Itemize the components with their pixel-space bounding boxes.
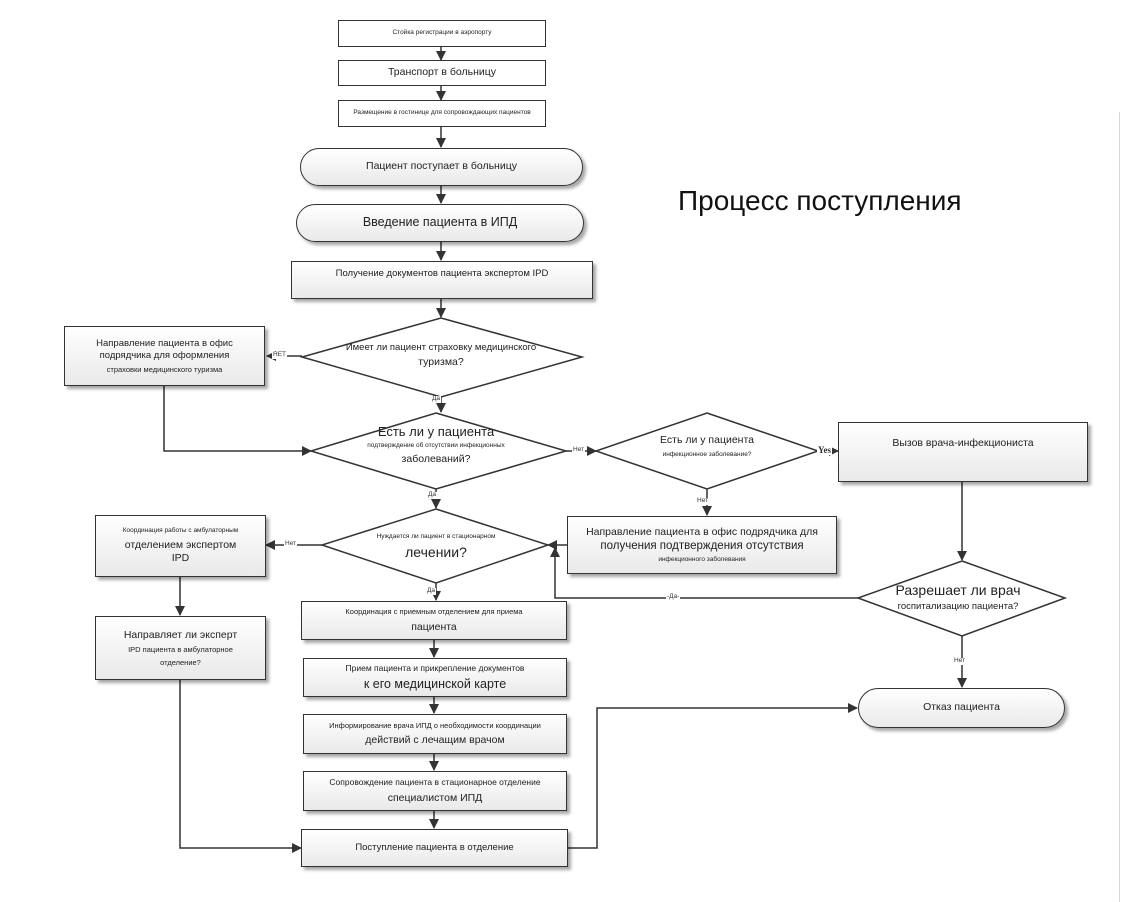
page-title: Процесс поступления (678, 185, 962, 216)
node-patient-refusal: Отказ пациента (858, 688, 1065, 728)
node-inform-doctor-line1: Информирование врача ИПД о необходимости… (329, 720, 541, 730)
node-outpatient-coordination-line1: Координация работы с амбулаторным (122, 526, 239, 534)
node-escort-patient-line1: Сопровождение пациента в стационарное от… (329, 777, 541, 788)
edge-label-inpatient-no: Нет (284, 540, 298, 548)
decision-infection-line2: инфекционное заболевание? (662, 451, 752, 459)
node-reception: Прием пациента и прикрепление документов… (303, 658, 567, 697)
node-inform-doctor: Информирование врача ИПД о необходимости… (303, 714, 567, 754)
decision-doctor-allows-line2: госпитализацию пациента? (897, 600, 1019, 612)
edge-contractor-to-confirmation (163, 386, 312, 456)
node-outpatient-coordination-line3: IPD (171, 552, 190, 565)
node-admission-department-label: Поступление пациента в отделение (355, 842, 514, 854)
edge-label-inpatient-yes: Да (426, 587, 437, 595)
node-intro-ipd: Введение пациента в ИПД (296, 204, 584, 242)
decision-inpatient-text: Нуждается ли пациент в стационарном лече… (377, 533, 496, 562)
decision-infection (593, 412, 821, 490)
node-coord-admission-line1: Координация с приемным отделением для пр… (345, 607, 523, 617)
edge-allows-yes (550, 547, 858, 599)
node-contractor-confirmation-line3: инфекционного заболевания (658, 556, 746, 564)
node-intro-ipd-label: Введение пациента в ИПД (362, 215, 518, 230)
edge-label-allows-no: Нет (953, 657, 967, 665)
node-contractor-office-line3: страховки медицинского туризма (106, 364, 223, 374)
edge-label-infection-yes: Yes (817, 445, 832, 455)
decision-doctor-allows-text: Разрешает ли врач госпитализацию пациент… (895, 582, 1020, 612)
node-coord-admission-line2: пациента (411, 620, 457, 633)
decision-confirmation-text: Есть ли у пациента подтверждение об отсу… (367, 424, 505, 467)
node-hotel: Размещение в гостинице для сопровождающи… (338, 100, 546, 127)
decision-confirmation (308, 412, 569, 490)
decision-insurance-line1: Имеет ли пациент страховку медицинского (345, 342, 537, 353)
node-expert-refers-line2: IPD пациента в амбулаторное (128, 645, 233, 655)
node-contractor-confirmation-line1: Направление пациента в офис подрядчика д… (586, 525, 818, 538)
node-contractor-office-line2: подрядчика для оформления (99, 349, 230, 361)
decision-inpatient-line2: лечении? (405, 544, 467, 561)
decision-insurance-line2: туризма? (418, 355, 464, 368)
node-outpatient-coordination-line2: отделением экспертом (124, 538, 237, 551)
page-edge-divider (1119, 112, 1120, 902)
decision-confirmation-line2: подтверждение об отсутствии инфекционных (367, 442, 505, 450)
node-hotel-label: Размещение в гостинице для сопровождающи… (353, 109, 531, 117)
node-call-infectionist-label: Вызов врача-инфекциониста (892, 437, 1034, 449)
edge-label-allows-yes: -Да- (666, 593, 681, 601)
node-transport: Транспорт в больницу (338, 60, 546, 86)
decision-doctor-allows-line1: Разрешает ли врач (895, 582, 1021, 598)
decision-confirmation-line1: Есть ли у пациента (377, 424, 495, 439)
node-documents-label: Получение документов пациента экспертом … (335, 268, 549, 279)
edge-label-infection-no: Нет (696, 497, 710, 505)
node-contractor-office-line1: Направление пациента в офис (96, 337, 233, 349)
node-reception-line2: к его медицинской карте (363, 676, 507, 691)
node-inform-doctor-line2: действий с лечащим врачом (365, 734, 505, 747)
edge-label-insurance-no: НЕТ (272, 351, 287, 359)
node-documents: Получение документов пациента экспертом … (291, 261, 593, 299)
node-contractor-office: Направление пациента в офис подрядчика д… (64, 326, 265, 386)
node-escort-patient: Сопровождение пациента в стационарное от… (303, 771, 567, 811)
node-coord-admission: Координация с приемным отделением для пр… (301, 601, 567, 640)
node-airport-checkin-label: Стойка регистрации в аэропорту (392, 29, 492, 37)
decision-inpatient (319, 508, 551, 584)
edge-label-insurance-yes: Да (431, 395, 442, 403)
node-patient-arrives-label: Пациент поступает в больницу (366, 160, 517, 173)
node-expert-refers-line3: отделение? (160, 657, 201, 667)
decision-infection-text: Есть ли у пациента инфекционное заболева… (660, 434, 754, 459)
edge-expert-to-admission (179, 680, 302, 853)
node-contractor-confirmation-line2: получения подтверждения отсутствия (600, 539, 804, 552)
node-patient-arrives: Пациент поступает в больницу (300, 148, 583, 186)
decision-confirmation-line3: заболеваний? (401, 453, 471, 466)
node-transport-label: Транспорт в больницу (387, 66, 497, 79)
decision-doctor-allows (855, 560, 1068, 637)
node-admission-department: Поступление пациента в отделение (301, 829, 568, 867)
node-call-infectionist: Вызов врача-инфекциониста (838, 422, 1088, 482)
node-reception-line1: Прием пациента и прикрепление документов (345, 662, 525, 673)
edge-label-confirmation-yes: Да (427, 491, 438, 499)
decision-infection-line1: Есть ли у пациента (660, 434, 754, 446)
node-outpatient-coordination: Координация работы с амбулаторным отделе… (95, 515, 266, 577)
node-contractor-confirmation: Направление пациента в офис подрядчика д… (567, 516, 837, 574)
node-expert-refers: Направляет ли эксперт IPD пациента в амб… (95, 616, 266, 680)
edge-label-confirmation-no: Нет (572, 446, 586, 454)
node-patient-refusal-label: Отказ пациента (923, 701, 1000, 714)
node-airport-checkin: Стойка регистрации в аэропорту (338, 20, 546, 47)
node-expert-refers-line1: Направляет ли эксперт (123, 629, 238, 642)
decision-inpatient-line1: Нуждается ли пациент в стационарном (376, 533, 496, 540)
node-escort-patient-line2: специалистом ИПД (387, 791, 483, 804)
decision-insurance-text: Имеет ли пациент страховку медицинского … (346, 342, 536, 369)
edge-admission-to-refusal (568, 703, 858, 849)
